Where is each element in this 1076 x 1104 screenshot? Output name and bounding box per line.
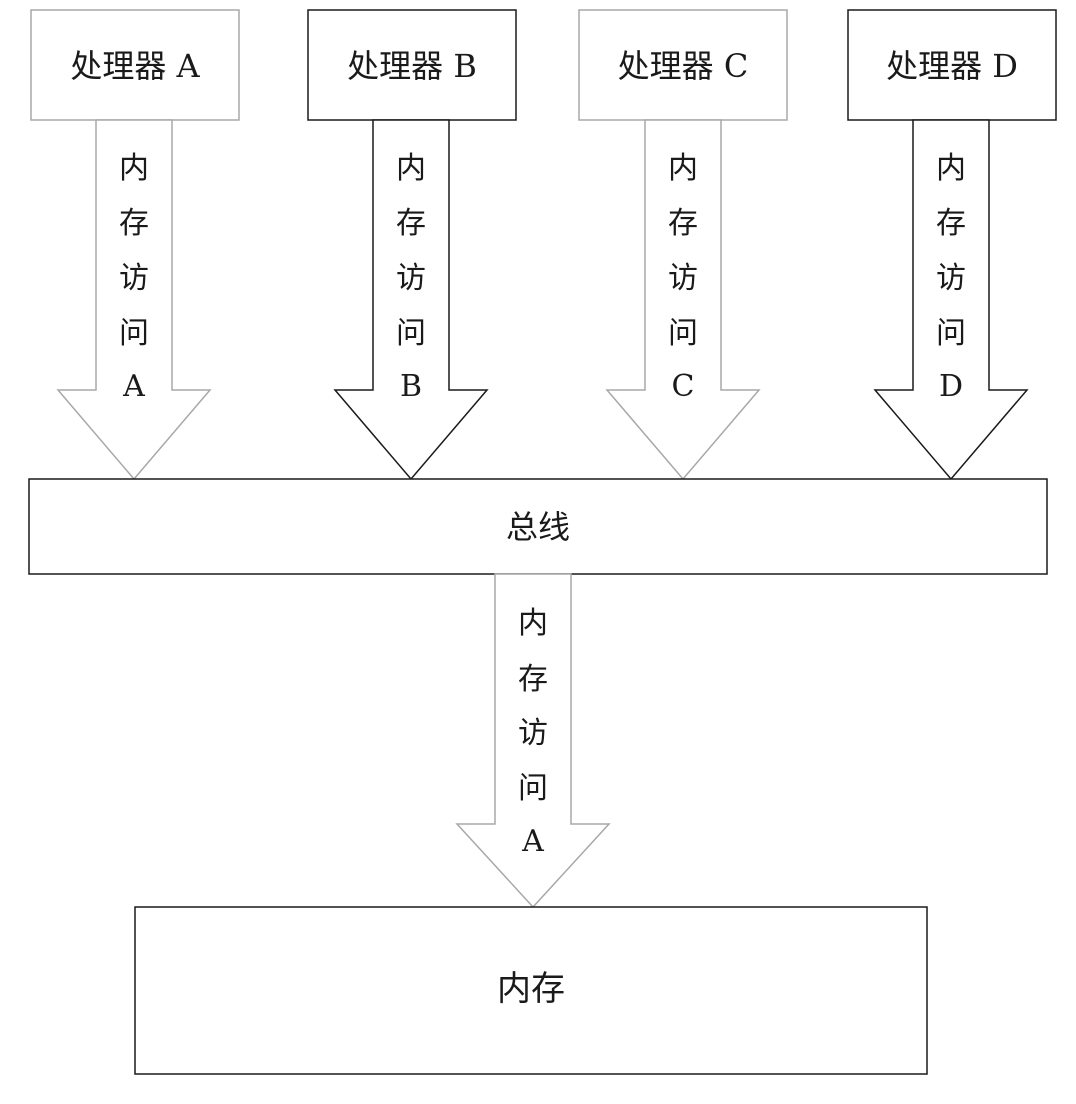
arrow-b-char-2: 访	[396, 261, 426, 296]
memory-access-arrow-b: 内 存 访 问 B	[333, 119, 489, 481]
arrow-bus-char-0: 内	[518, 606, 548, 641]
arrow-b-char-0: 内	[396, 151, 426, 186]
arrow-bus-char-3: 问	[518, 771, 548, 806]
arrow-c-char-0: 内	[668, 151, 698, 186]
memory-label: 内存	[497, 969, 565, 1009]
memory-access-arrow-c: 内 存 访 问 C	[605, 119, 761, 481]
arrow-b-char-4: B	[400, 369, 422, 404]
processor-b: 处理器 B	[307, 9, 517, 121]
arrow-c-char-3: 问	[668, 316, 698, 351]
memory-access-arrow-bus: 内 存 访 问 A	[455, 573, 611, 909]
arrow-c-shape	[605, 119, 761, 481]
processor-c-box	[578, 9, 788, 121]
arrow-a-char-0: 内	[119, 151, 149, 186]
arrow-bus-shape	[455, 573, 611, 909]
processor-c-label: 处理器 C	[618, 47, 749, 85]
arrow-a-char-1: 存	[119, 206, 149, 241]
arrow-a-char-2: 访	[119, 261, 149, 296]
bus-box	[28, 478, 1048, 575]
arrow-d-shape	[873, 119, 1029, 481]
processor-a: 处理器 A	[30, 9, 240, 121]
processor-b-label: 处理器 B	[347, 47, 477, 85]
arrow-a-char-3: 问	[119, 316, 149, 351]
processor-d-label: 处理器 D	[886, 47, 1018, 85]
processor-d-box	[847, 9, 1057, 121]
arrow-d-char-0: 内	[936, 151, 966, 186]
arrow-b-shape	[333, 119, 489, 481]
arrow-c-char-2: 访	[668, 261, 698, 296]
arrow-bus-char-4: A	[521, 824, 544, 859]
memory: 内存	[134, 906, 928, 1075]
arrow-bus-char-1: 存	[518, 662, 548, 697]
arrow-a-shape	[56, 119, 212, 481]
arrow-a-char-4: A	[122, 369, 145, 404]
bus-label: 总线	[506, 508, 570, 546]
arrow-c-char-1: 存	[668, 206, 698, 241]
arrow-b-char-3: 问	[396, 316, 426, 351]
processor-a-label: 处理器 A	[70, 47, 200, 85]
arrow-bus-char-2: 访	[518, 716, 548, 751]
arrow-b-char-1: 存	[396, 206, 426, 241]
arrow-d-char-4: D	[939, 369, 963, 404]
processor-a-box	[30, 9, 240, 121]
arrow-d-char-1: 存	[936, 206, 966, 241]
memory-access-arrow-d: 内 存 访 问 D	[873, 119, 1029, 481]
arrow-c-char-4: C	[672, 369, 695, 404]
processor-d: 处理器 D	[847, 9, 1057, 121]
bus: 总线	[28, 478, 1048, 575]
processor-c: 处理器 C	[578, 9, 788, 121]
memory-box	[134, 906, 928, 1075]
memory-access-arrow-a: 内 存 访 问 A	[56, 119, 212, 481]
arrow-d-char-2: 访	[936, 261, 966, 296]
arrow-d-char-3: 问	[936, 316, 966, 351]
